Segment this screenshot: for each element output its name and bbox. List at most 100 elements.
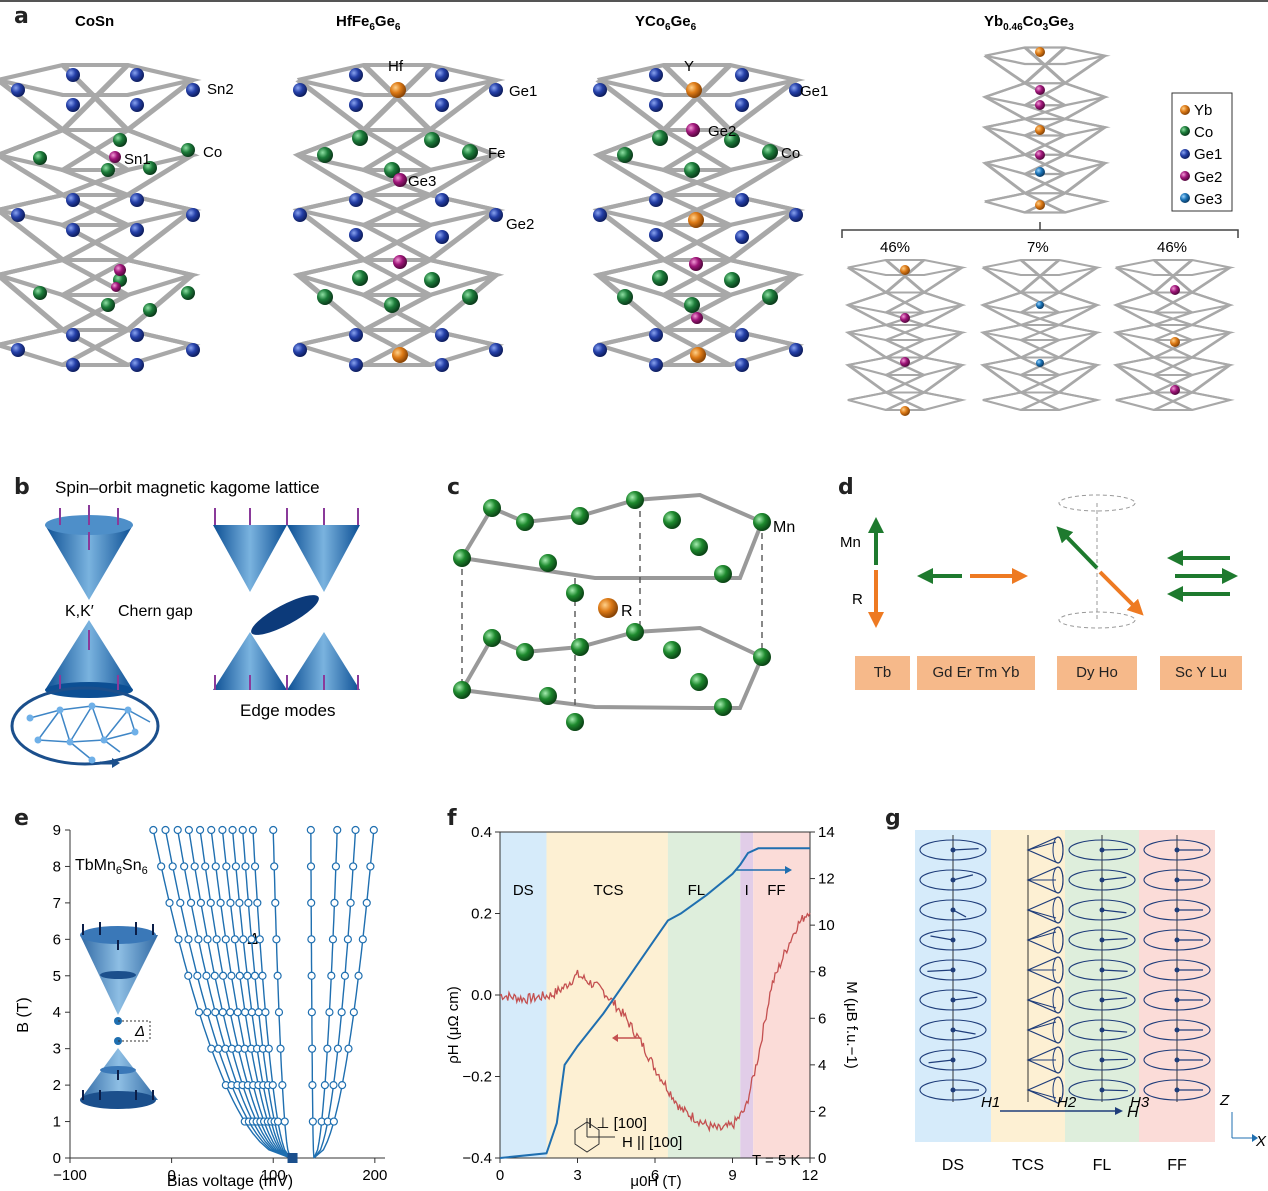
e-data-point	[247, 1008, 256, 1017]
e-data-point	[211, 862, 220, 871]
g-spin-arrow	[952, 1029, 976, 1035]
e-data-point	[307, 898, 316, 907]
e-ylabel: B (T)	[15, 997, 32, 1033]
e-data-point	[349, 1008, 358, 1017]
e-data-point	[308, 1044, 317, 1053]
kagome-lattice-ellipse	[10, 686, 160, 768]
g-cone-rim	[1052, 1076, 1064, 1104]
g-col-fl: FL	[1093, 1157, 1112, 1174]
yco6ge6-label-ge2: Ge2	[708, 123, 736, 140]
e-landau-line	[272, 829, 292, 1159]
yco6ge6-label-y: Y	[684, 58, 694, 75]
e-data-point	[272, 935, 281, 944]
cosn-label-sn2: Sn2	[207, 81, 234, 98]
e-data-point	[233, 1008, 242, 1017]
f-current-label: I ⊥ [100]	[588, 1115, 647, 1132]
e-landau-line	[313, 829, 338, 1159]
e-ytick-label: 2	[53, 1077, 61, 1094]
yco6ge6-title: YCo6Ge6	[635, 13, 697, 33]
e-data-point	[238, 825, 247, 835]
g-spin-arrow	[952, 909, 967, 918]
g-spin-arrow	[1027, 1089, 1057, 1099]
g-h3-label: H3	[1130, 1094, 1150, 1111]
e-data-point	[194, 1008, 204, 1017]
e-data-point	[222, 862, 231, 871]
g-spin-arrow	[1027, 999, 1057, 1009]
e-ytick-label: 9	[53, 822, 61, 839]
g-spin-arrow	[1101, 909, 1127, 914]
g-h1-label: H1	[981, 1094, 1000, 1111]
f-ytick-right-label: 4	[818, 1057, 826, 1074]
g-spin-ellipse	[1143, 959, 1211, 981]
e-data-point	[176, 898, 185, 907]
right-lower-cones	[213, 632, 360, 690]
cosn-title: CoSn	[75, 13, 114, 30]
e-ytick-label: 4	[53, 1004, 61, 1021]
panel-label-g: g	[885, 806, 901, 831]
g-spin-arrow	[952, 996, 978, 1001]
g-spin-ellipse	[1143, 869, 1211, 891]
g-spin-arrow	[928, 1059, 954, 1064]
e-data-point	[218, 825, 227, 835]
g-spin-ellipse	[919, 929, 987, 951]
g-spin-ellipse	[919, 1079, 987, 1101]
e-data-point	[195, 825, 205, 835]
f-region-label: TCS	[594, 882, 624, 899]
g-spin-ellipse	[919, 1019, 987, 1041]
panel-label-a: a	[14, 4, 29, 29]
e-data-point	[369, 825, 378, 835]
f-hall-curve	[499, 912, 811, 1133]
f-ytick-right-label: 10	[818, 917, 835, 934]
e-data-point	[214, 1044, 223, 1053]
e-data-point	[306, 825, 315, 835]
yco6ge6-label-co: Co	[781, 145, 800, 162]
g-spin-arrow	[1027, 909, 1057, 919]
g-spin-ellipse	[1143, 989, 1211, 1011]
small-cage-1	[846, 258, 964, 412]
cosn-atoms	[11, 68, 200, 372]
g-spin-arrow	[927, 969, 954, 972]
g-spin-arrow	[1101, 1029, 1128, 1033]
f-ytick-left-label: −0.4	[462, 1150, 492, 1167]
panel-label-c: c	[447, 475, 461, 500]
e-data-point	[273, 971, 282, 980]
hffe6ge6-label-ge1: Ge1	[509, 83, 537, 100]
e-data-point	[174, 935, 183, 944]
g-z-label: Z	[1219, 1092, 1230, 1109]
e-ytick-label: 7	[53, 895, 61, 912]
e-data-point	[248, 825, 258, 835]
g-spin-ellipse	[1068, 869, 1136, 891]
e-data-point	[202, 971, 211, 980]
e-data-point	[271, 898, 280, 907]
percent-label-3: 46%	[1157, 239, 1187, 256]
f-region-fl	[667, 832, 741, 1158]
f-xlabel: μ0H (T)	[630, 1173, 681, 1190]
panel-label-b: b	[14, 475, 30, 500]
e-landau-line	[252, 829, 292, 1159]
e-data-point	[308, 1117, 317, 1126]
e-landau-line	[221, 829, 291, 1159]
e-data-point	[241, 1008, 250, 1017]
g-spin-ellipse	[1068, 839, 1136, 861]
e-zero-marker	[287, 1153, 298, 1163]
e-data-point	[241, 862, 250, 871]
percent-label-2: 7%	[1027, 239, 1049, 256]
e-ytick-label: 6	[53, 931, 61, 948]
e-data-point	[328, 935, 338, 944]
e-data-point	[203, 1008, 212, 1017]
e-data-point	[344, 1044, 353, 1053]
panel-a-structures: CoSn Sn2 Sn1 Co HfFe6Ge6 Hf Ge1 Fe Ge3 G…	[0, 13, 1239, 416]
panel-d-anisotropy: Mn R	[840, 494, 1238, 629]
f-ylabel-left: ρH (μΩ cm)	[445, 986, 462, 1064]
e-landau-line	[210, 829, 291, 1159]
g-spin-arrow	[1027, 931, 1057, 941]
panel-label-f: f	[447, 806, 457, 831]
e-data-point	[307, 935, 316, 944]
e-data-point	[349, 862, 358, 871]
f-region-label: I	[745, 882, 749, 899]
e-data-point	[269, 825, 278, 835]
e-data-point	[250, 862, 260, 871]
mn-label: Mn	[773, 519, 795, 536]
top-rule	[0, 0, 1268, 2]
